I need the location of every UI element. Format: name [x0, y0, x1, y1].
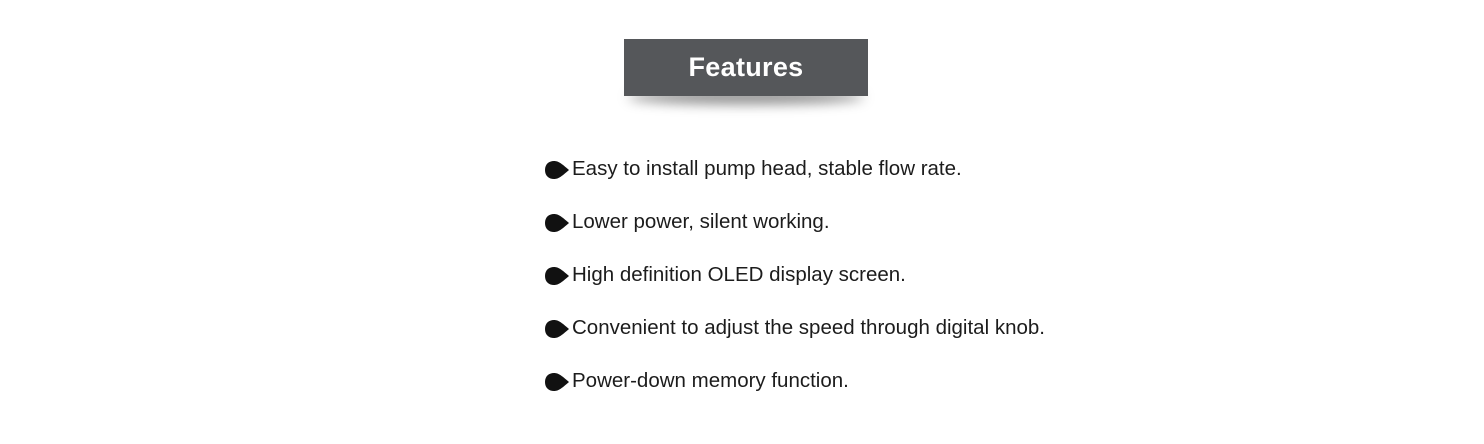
feature-label: High definition OLED display screen.	[572, 262, 906, 286]
list-item: Power-down memory function.	[544, 355, 1045, 408]
list-item: High definition OLED display screen.	[544, 249, 1045, 302]
feature-list: Easy to install pump head, stable flow r…	[544, 143, 1045, 408]
features-heading-banner: Features	[624, 39, 868, 104]
list-item: Convenient to adjust the speed through d…	[544, 302, 1045, 355]
arrow-bullet-icon	[545, 372, 569, 391]
feature-label: Power-down memory function.	[572, 368, 849, 392]
list-item: Easy to install pump head, stable flow r…	[544, 143, 1045, 196]
arrow-bullet-icon	[545, 160, 569, 179]
list-item: Lower power, silent working.	[544, 196, 1045, 249]
banner-box: Features	[624, 39, 868, 96]
arrow-bullet-icon	[545, 266, 569, 285]
feature-label: Lower power, silent working.	[572, 209, 830, 233]
page-title: Features	[688, 52, 804, 82]
arrow-bullet-icon	[545, 213, 569, 232]
feature-label: Convenient to adjust the speed through d…	[572, 315, 1045, 339]
feature-label: Easy to install pump head, stable flow r…	[572, 156, 962, 180]
arrow-bullet-icon	[545, 319, 569, 338]
